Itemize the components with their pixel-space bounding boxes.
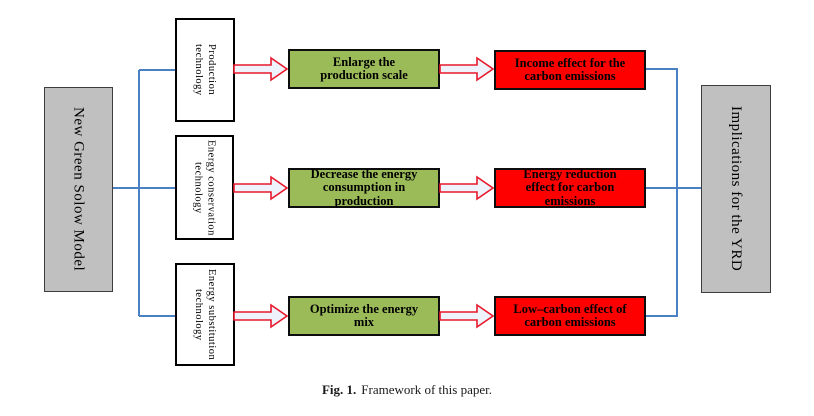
- decrease-energy-consumption-box: Decrease the energy consumption in produ…: [288, 166, 440, 209]
- action-label: Decrease the energy consumption in produ…: [310, 166, 418, 209]
- energy-conservation-technology-box: Energy conservation technology: [175, 135, 234, 240]
- action-label-line: Optimize the energy: [309, 301, 419, 316]
- figure-caption: Fig. 1. Framework of this paper.: [0, 382, 814, 398]
- action-label-line: mix: [353, 315, 375, 329]
- energy-substitution-technology-label: Energy substitution technology: [192, 269, 218, 360]
- technology-label-line: technology: [192, 161, 204, 214]
- action-label-line: production: [334, 193, 394, 208]
- block-arrow-right-icon: [439, 175, 495, 201]
- technology-label-line: Production: [206, 44, 217, 96]
- new-green-solow-model-label: New Green Solow Model: [70, 107, 88, 271]
- source-label-line: New Green Solow Model: [70, 107, 87, 272]
- production-technology-label: Production technology: [192, 44, 218, 96]
- effect-label-line: Low–carbon effect of: [513, 301, 627, 316]
- energy-substitution-technology-box: Energy substitution technology: [175, 263, 235, 366]
- action-label: Enlarge the production scale: [320, 54, 408, 83]
- implications-yrd-box: Implications for the YRD: [701, 85, 771, 293]
- effect-label-line: carbon emissions: [524, 69, 616, 83]
- block-arrow-right-icon: [439, 56, 495, 82]
- energy-reduction-effect-box: Energy reduction effect for carbon emiss…: [494, 166, 646, 209]
- enlarge-production-scale-box: Enlarge the production scale: [288, 49, 440, 89]
- action-label: Optimize the energy mix: [309, 301, 419, 330]
- technology-label-line: technology: [193, 288, 204, 341]
- right-connector-lines: [644, 68, 701, 317]
- effect-label: Energy reduction effect for carbon emiss…: [523, 166, 617, 209]
- block-arrow-right-icon: [233, 56, 289, 82]
- block-arrow-right-icon: [233, 303, 289, 329]
- energy-conservation-technology-label: Energy conservation technology: [192, 140, 218, 236]
- technology-label-line: Energy substitution: [206, 268, 217, 361]
- effect-label-line: Energy reduction: [523, 166, 617, 181]
- figure-caption-label: Fig. 1.: [321, 382, 357, 397]
- block-arrow-right-icon: [439, 303, 495, 329]
- technology-label-line: Energy conservation: [205, 139, 217, 236]
- action-label-line: production scale: [320, 68, 408, 82]
- effect-label-line: effect for carbon: [525, 180, 615, 195]
- action-label-line: Enlarge the: [332, 54, 396, 69]
- income-effect-box: Income effect for the carbon emissions: [494, 50, 646, 90]
- block-arrow-right-icon: [233, 175, 289, 201]
- new-green-solow-model-box: New Green Solow Model: [44, 87, 113, 292]
- action-label-line: consumption in: [322, 180, 406, 195]
- production-technology-box: Production technology: [175, 18, 235, 122]
- effect-label-line: carbon emissions: [524, 315, 616, 329]
- implications-yrd-label: Implications for the YRD: [727, 106, 745, 271]
- effect-label-line: Income effect for the: [514, 55, 626, 70]
- left-connector-lines: [113, 69, 175, 317]
- action-label-line: Decrease the energy: [310, 166, 418, 181]
- low-carbon-effect-box: Low–carbon effect of carbon emissions: [494, 296, 646, 336]
- optimize-energy-mix-box: Optimize the energy mix: [288, 296, 440, 336]
- figure-caption-text: Framework of this paper.: [361, 382, 492, 397]
- effect-label: Low–carbon effect of carbon emissions: [513, 301, 627, 330]
- effect-label-line: emissions: [544, 193, 596, 208]
- sink-label-line: Implications for the YRD: [728, 106, 744, 272]
- effect-label: Income effect for the carbon emissions: [514, 55, 626, 84]
- technology-label-line: technology: [193, 44, 204, 96]
